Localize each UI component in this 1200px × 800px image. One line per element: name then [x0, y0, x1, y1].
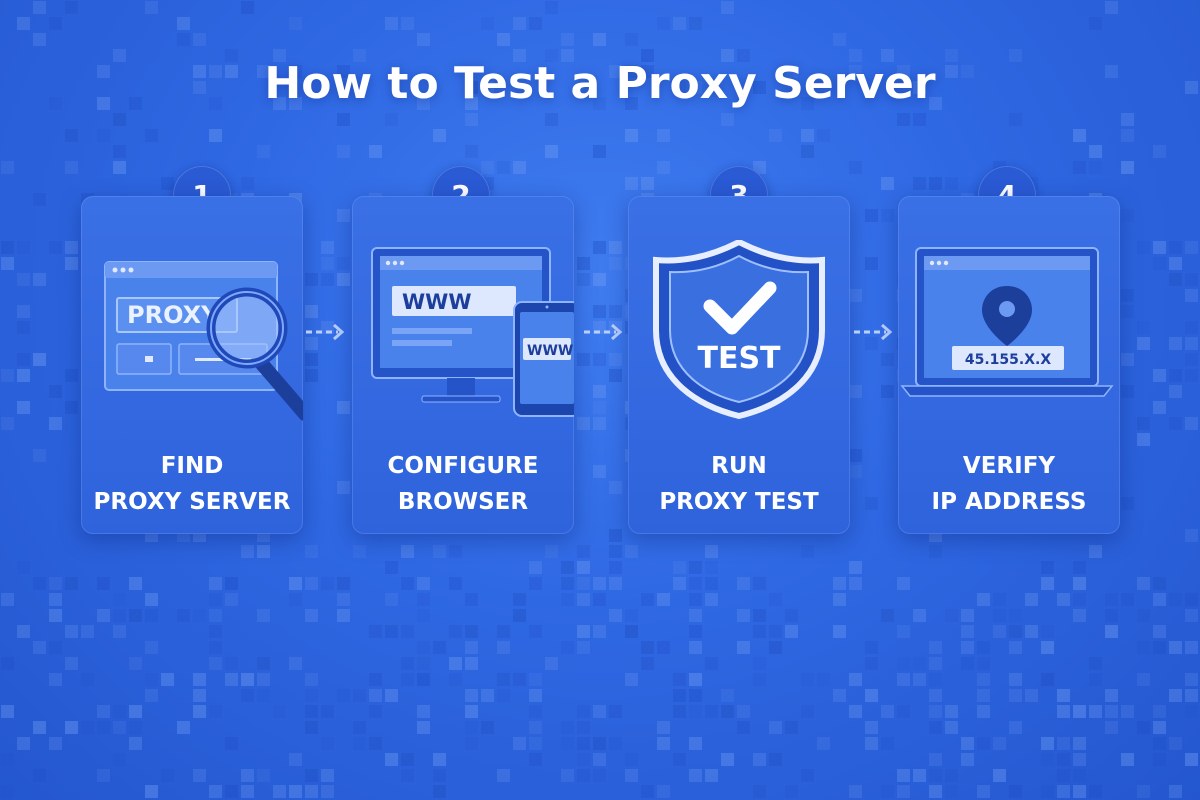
step-2-line-2: BROWSER: [397, 489, 529, 515]
step-3-label: RUN PROXY TEST: [628, 448, 850, 520]
step-2-label: CONFIGURE BROWSER: [352, 448, 574, 520]
step-1-card: PROXY FIND PROXY SERVER: [81, 196, 303, 534]
shield-check-icon: TEST: [653, 240, 825, 420]
monitor-phone-icon: WWW WWW: [371, 247, 574, 417]
step-4-line-1: VERIFY: [962, 453, 1056, 479]
ip-address-text: 45.155.X.X: [965, 352, 1051, 368]
step-1-label: FIND PROXY SERVER: [81, 448, 303, 520]
dashed-arrow-icon: [584, 323, 623, 341]
step-4-card: 45.155.X.X VERIFY IP ADDRESS: [898, 196, 1120, 534]
step-2-card: WWW WWW CONFIGURE BROWSER: [352, 196, 574, 534]
step-3-line-1: RUN: [711, 453, 767, 479]
step-4-label: VERIFY IP ADDRESS: [898, 448, 1120, 520]
step-1-line-1: FIND: [160, 453, 224, 479]
step-3-card: TEST RUN PROXY TEST: [628, 196, 850, 534]
dashed-arrow-icon: [854, 323, 893, 341]
laptop-location-icon: 45.155.X.X: [900, 247, 1114, 397]
phone-url-text: WWW: [527, 343, 573, 359]
step-3-line-2: PROXY TEST: [659, 489, 819, 515]
browser-url-text: WWW: [402, 290, 472, 314]
magnifier-browser-icon: PROXY: [104, 261, 303, 421]
step-2-line-1: CONFIGURE: [387, 453, 539, 479]
dashed-arrow-icon: [306, 323, 345, 341]
shield-test-text: TEST: [697, 341, 781, 376]
page-title: How to Test a Proxy Server: [264, 58, 936, 109]
proxy-screen-text: PROXY: [127, 301, 219, 329]
step-1-line-2: PROXY SERVER: [93, 489, 291, 515]
step-4-line-2: IP ADDRESS: [931, 489, 1087, 515]
